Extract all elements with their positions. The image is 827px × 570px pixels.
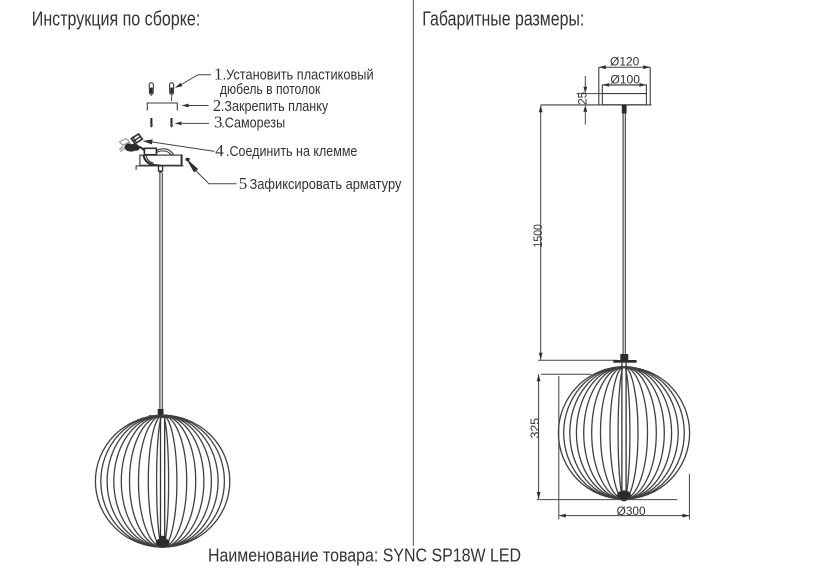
svg-text:Габаритные размеры:: Габаритные размеры: [422, 9, 584, 31]
svg-text:Зафиксировать арматуру: Зафиксировать арматуру [250, 177, 403, 193]
svg-text:1: 1 [214, 64, 223, 83]
svg-text:.Закрепить планку: .Закрепить планку [221, 99, 329, 115]
svg-text:дюбель в потолок: дюбель в потолок [220, 82, 321, 98]
svg-text:Инструкция по сборке:: Инструкция по сборке: [32, 9, 201, 31]
svg-text:Ø100: Ø100 [610, 72, 640, 86]
svg-text:Ø120: Ø120 [610, 54, 640, 68]
svg-text:Ø300: Ø300 [617, 504, 646, 518]
svg-text:25: 25 [575, 92, 589, 105]
svg-text:.Соединить на клемме: .Соединить на клемме [226, 144, 357, 160]
svg-text:Наименование товара: SYNC SP18: Наименование товара: SYNC SP18W LED [208, 546, 521, 566]
svg-text:1500: 1500 [531, 224, 545, 248]
svg-text:2: 2 [213, 96, 222, 115]
svg-text:.Саморезы: .Саморезы [221, 115, 285, 131]
svg-text:325: 325 [528, 418, 542, 439]
svg-text:4: 4 [215, 141, 224, 160]
svg-text:3: 3 [214, 112, 223, 131]
svg-text:.Установить пластиковый: .Установить пластиковый [223, 67, 374, 83]
svg-text:5: 5 [239, 174, 248, 193]
